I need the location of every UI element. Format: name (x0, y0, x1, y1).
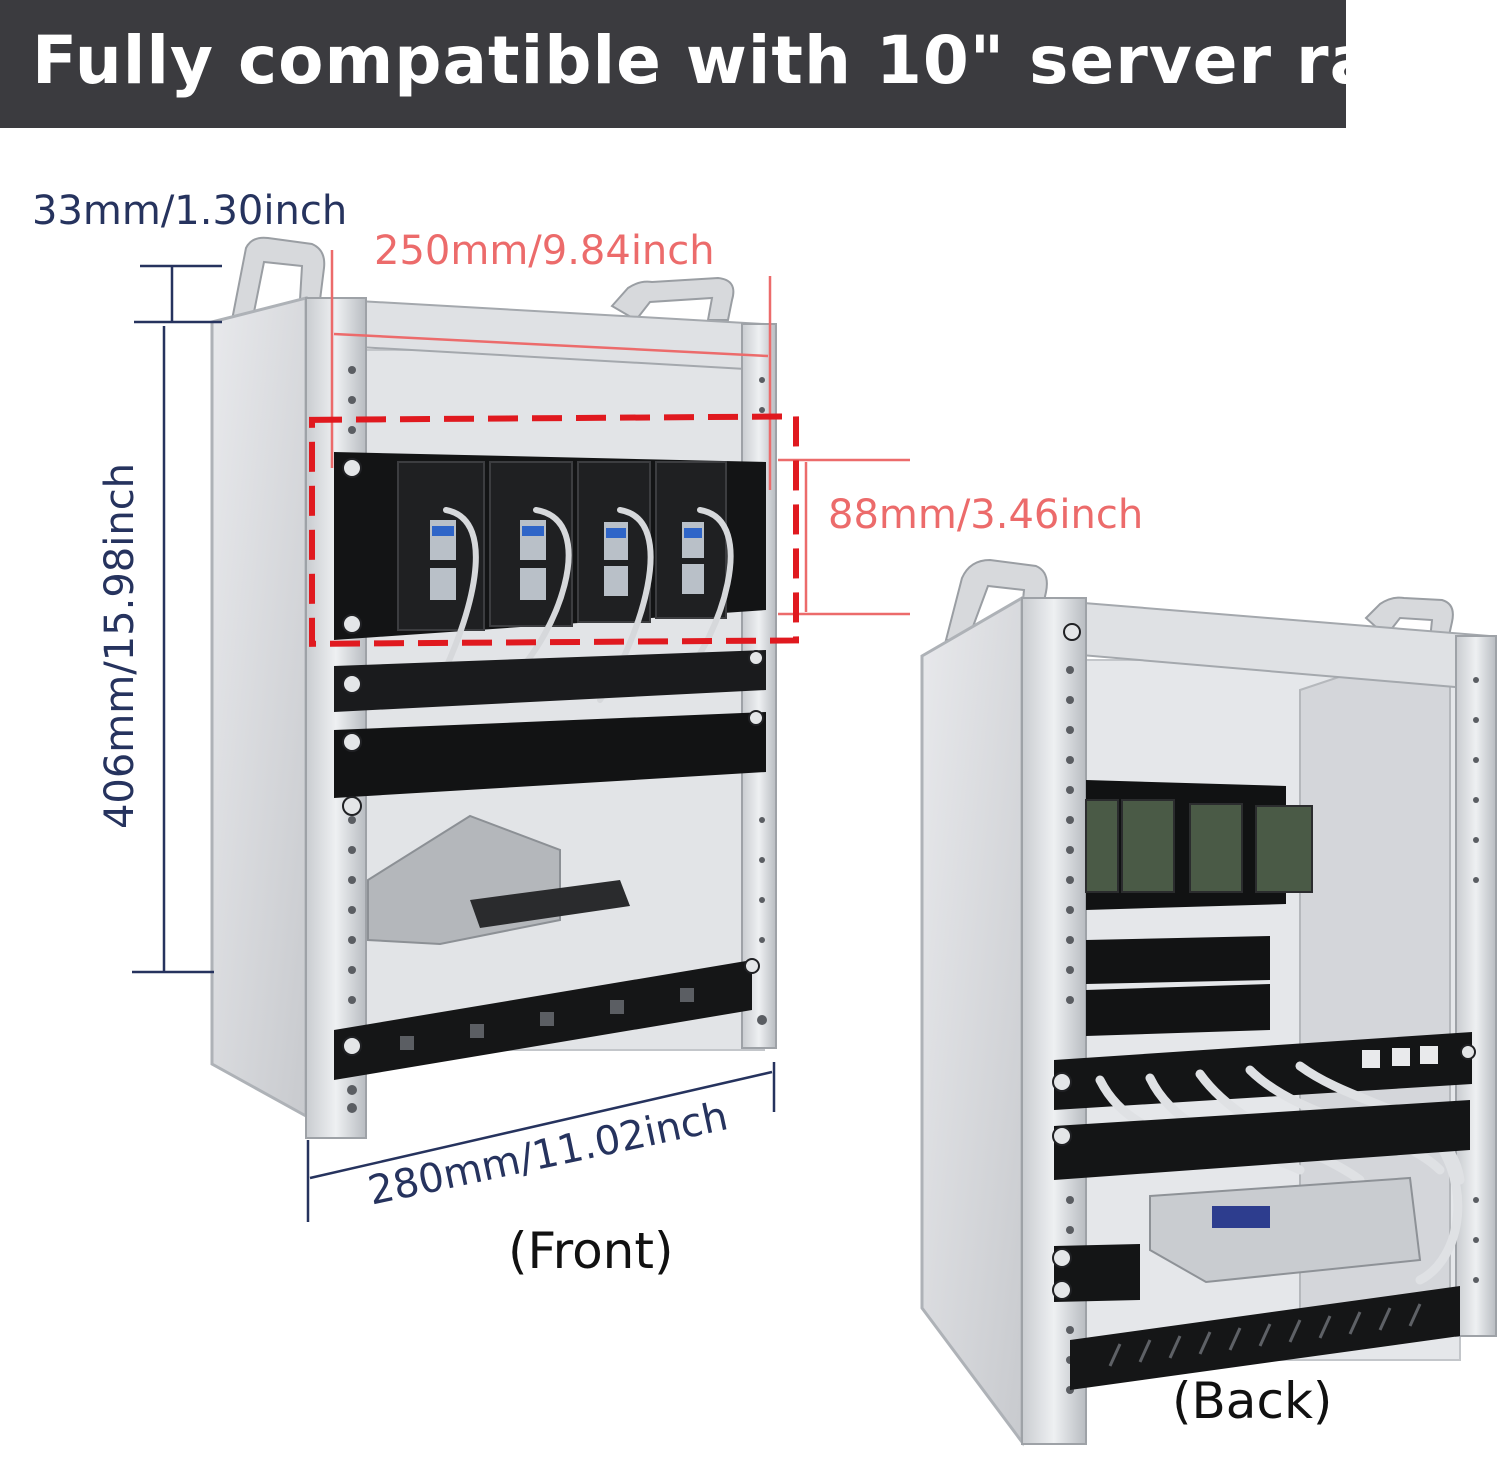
brush-panel (334, 650, 766, 712)
pdu-outlets (400, 988, 694, 1050)
highlight-dashed-box (309, 413, 799, 647)
network-switch (1149, 1176, 1422, 1284)
rack-screws (342, 458, 764, 1056)
patch-ports (1362, 1046, 1438, 1068)
back-left-post (1021, 597, 1087, 1445)
depth-dimension-lines (306, 1062, 776, 1222)
back-right-post (1455, 635, 1497, 1337)
back-post-holes (1066, 666, 1479, 1394)
front-post-holes (347, 366, 767, 1113)
banner-title: Fully compatible with 10" server racks (32, 22, 1500, 99)
blank-panel (334, 712, 766, 798)
handle-height-label: 33mm/1.30inch (32, 188, 348, 234)
usb3-accents (432, 526, 702, 538)
back-pi-boards (1085, 799, 1313, 893)
width-dimension-lines (330, 250, 772, 490)
front-left-post (305, 297, 367, 1139)
front-right-handle (610, 276, 735, 322)
back-caption: (Back) (1172, 1372, 1333, 1430)
width-label: 250mm/9.84inch (374, 228, 715, 274)
back-side-panel (920, 595, 1024, 1447)
switch-logo-plate (1212, 1206, 1270, 1228)
title-banner: Fully compatible with 10" server racks (0, 0, 1499, 128)
back-rack (920, 558, 1497, 1447)
front-rack (210, 236, 777, 1139)
unit-height-label: 88mm/3.46inch (828, 492, 1144, 538)
back-brush-panel-lower (1086, 984, 1270, 1036)
height-label: 406mm/15.98inch (97, 462, 143, 830)
height-dimension-lines (132, 264, 222, 974)
front-caption: (Front) (508, 1222, 674, 1280)
unit-height-dimension-lines (778, 458, 910, 616)
cable-manager-bar (1054, 1100, 1470, 1180)
back-lower-panel (1054, 1244, 1140, 1302)
shelf-vents (1108, 1303, 1422, 1367)
back-brush-panel-upper (1086, 936, 1270, 984)
back-rack-screws (1052, 623, 1476, 1300)
lower-shelf (470, 880, 630, 928)
front-side-panel (210, 296, 308, 1119)
